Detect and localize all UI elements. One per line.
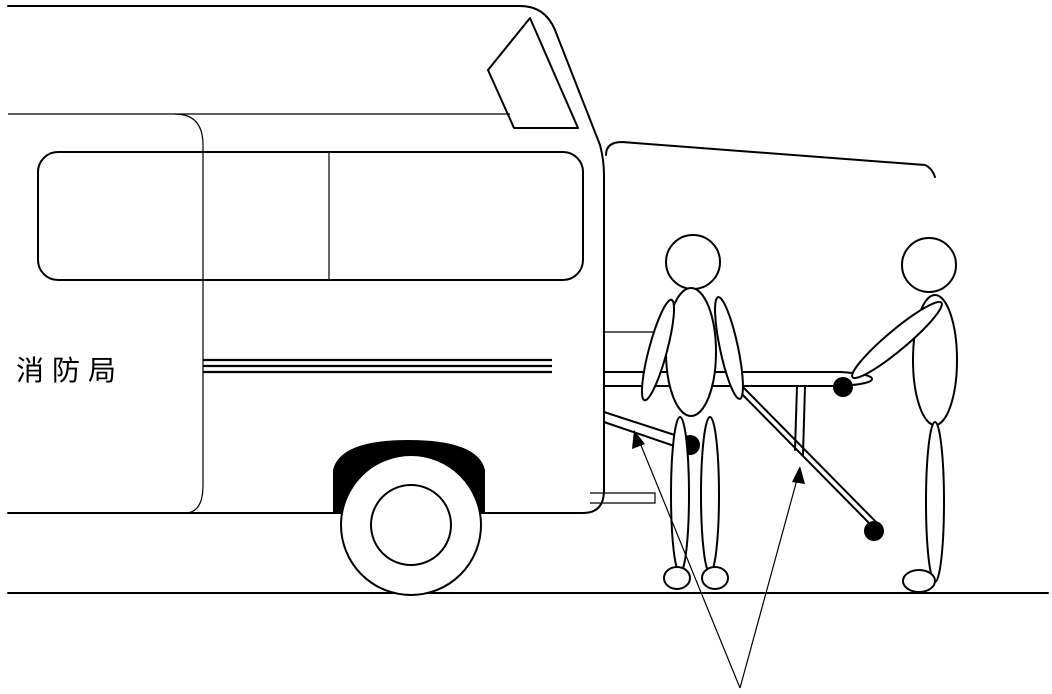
stretcher-leg-front-2 [740, 384, 878, 524]
stretcher-wheel-head [833, 377, 853, 397]
person-rear-leg-left [671, 417, 689, 573]
stretcher-leg-front [732, 384, 870, 524]
vehicle-windshield [488, 18, 578, 128]
arrow-head-right [792, 466, 805, 484]
vehicle-wheel [341, 455, 481, 595]
person-front-head [902, 238, 956, 292]
person-front-leg [926, 422, 944, 582]
vehicle-rear-door [606, 142, 935, 177]
person-rear-leg-right [701, 417, 719, 573]
vehicle-side-window [38, 152, 583, 280]
person-rear [636, 235, 749, 589]
stretcher-wheel-front [864, 521, 884, 541]
person-front-foot [903, 570, 935, 592]
vehicle-rear-step [590, 493, 655, 503]
person-rear-foot-left [664, 567, 690, 589]
person-rear-head [666, 235, 720, 289]
arrow-line-right [740, 476, 798, 688]
vehicle-roof [8, 6, 604, 513]
vehicle-label: 消防局 [16, 354, 124, 387]
person-rear-foot-right [702, 567, 728, 589]
ambulance-vehicle [8, 6, 935, 595]
person-front [846, 238, 957, 592]
vehicle-sliding-door [175, 114, 203, 513]
